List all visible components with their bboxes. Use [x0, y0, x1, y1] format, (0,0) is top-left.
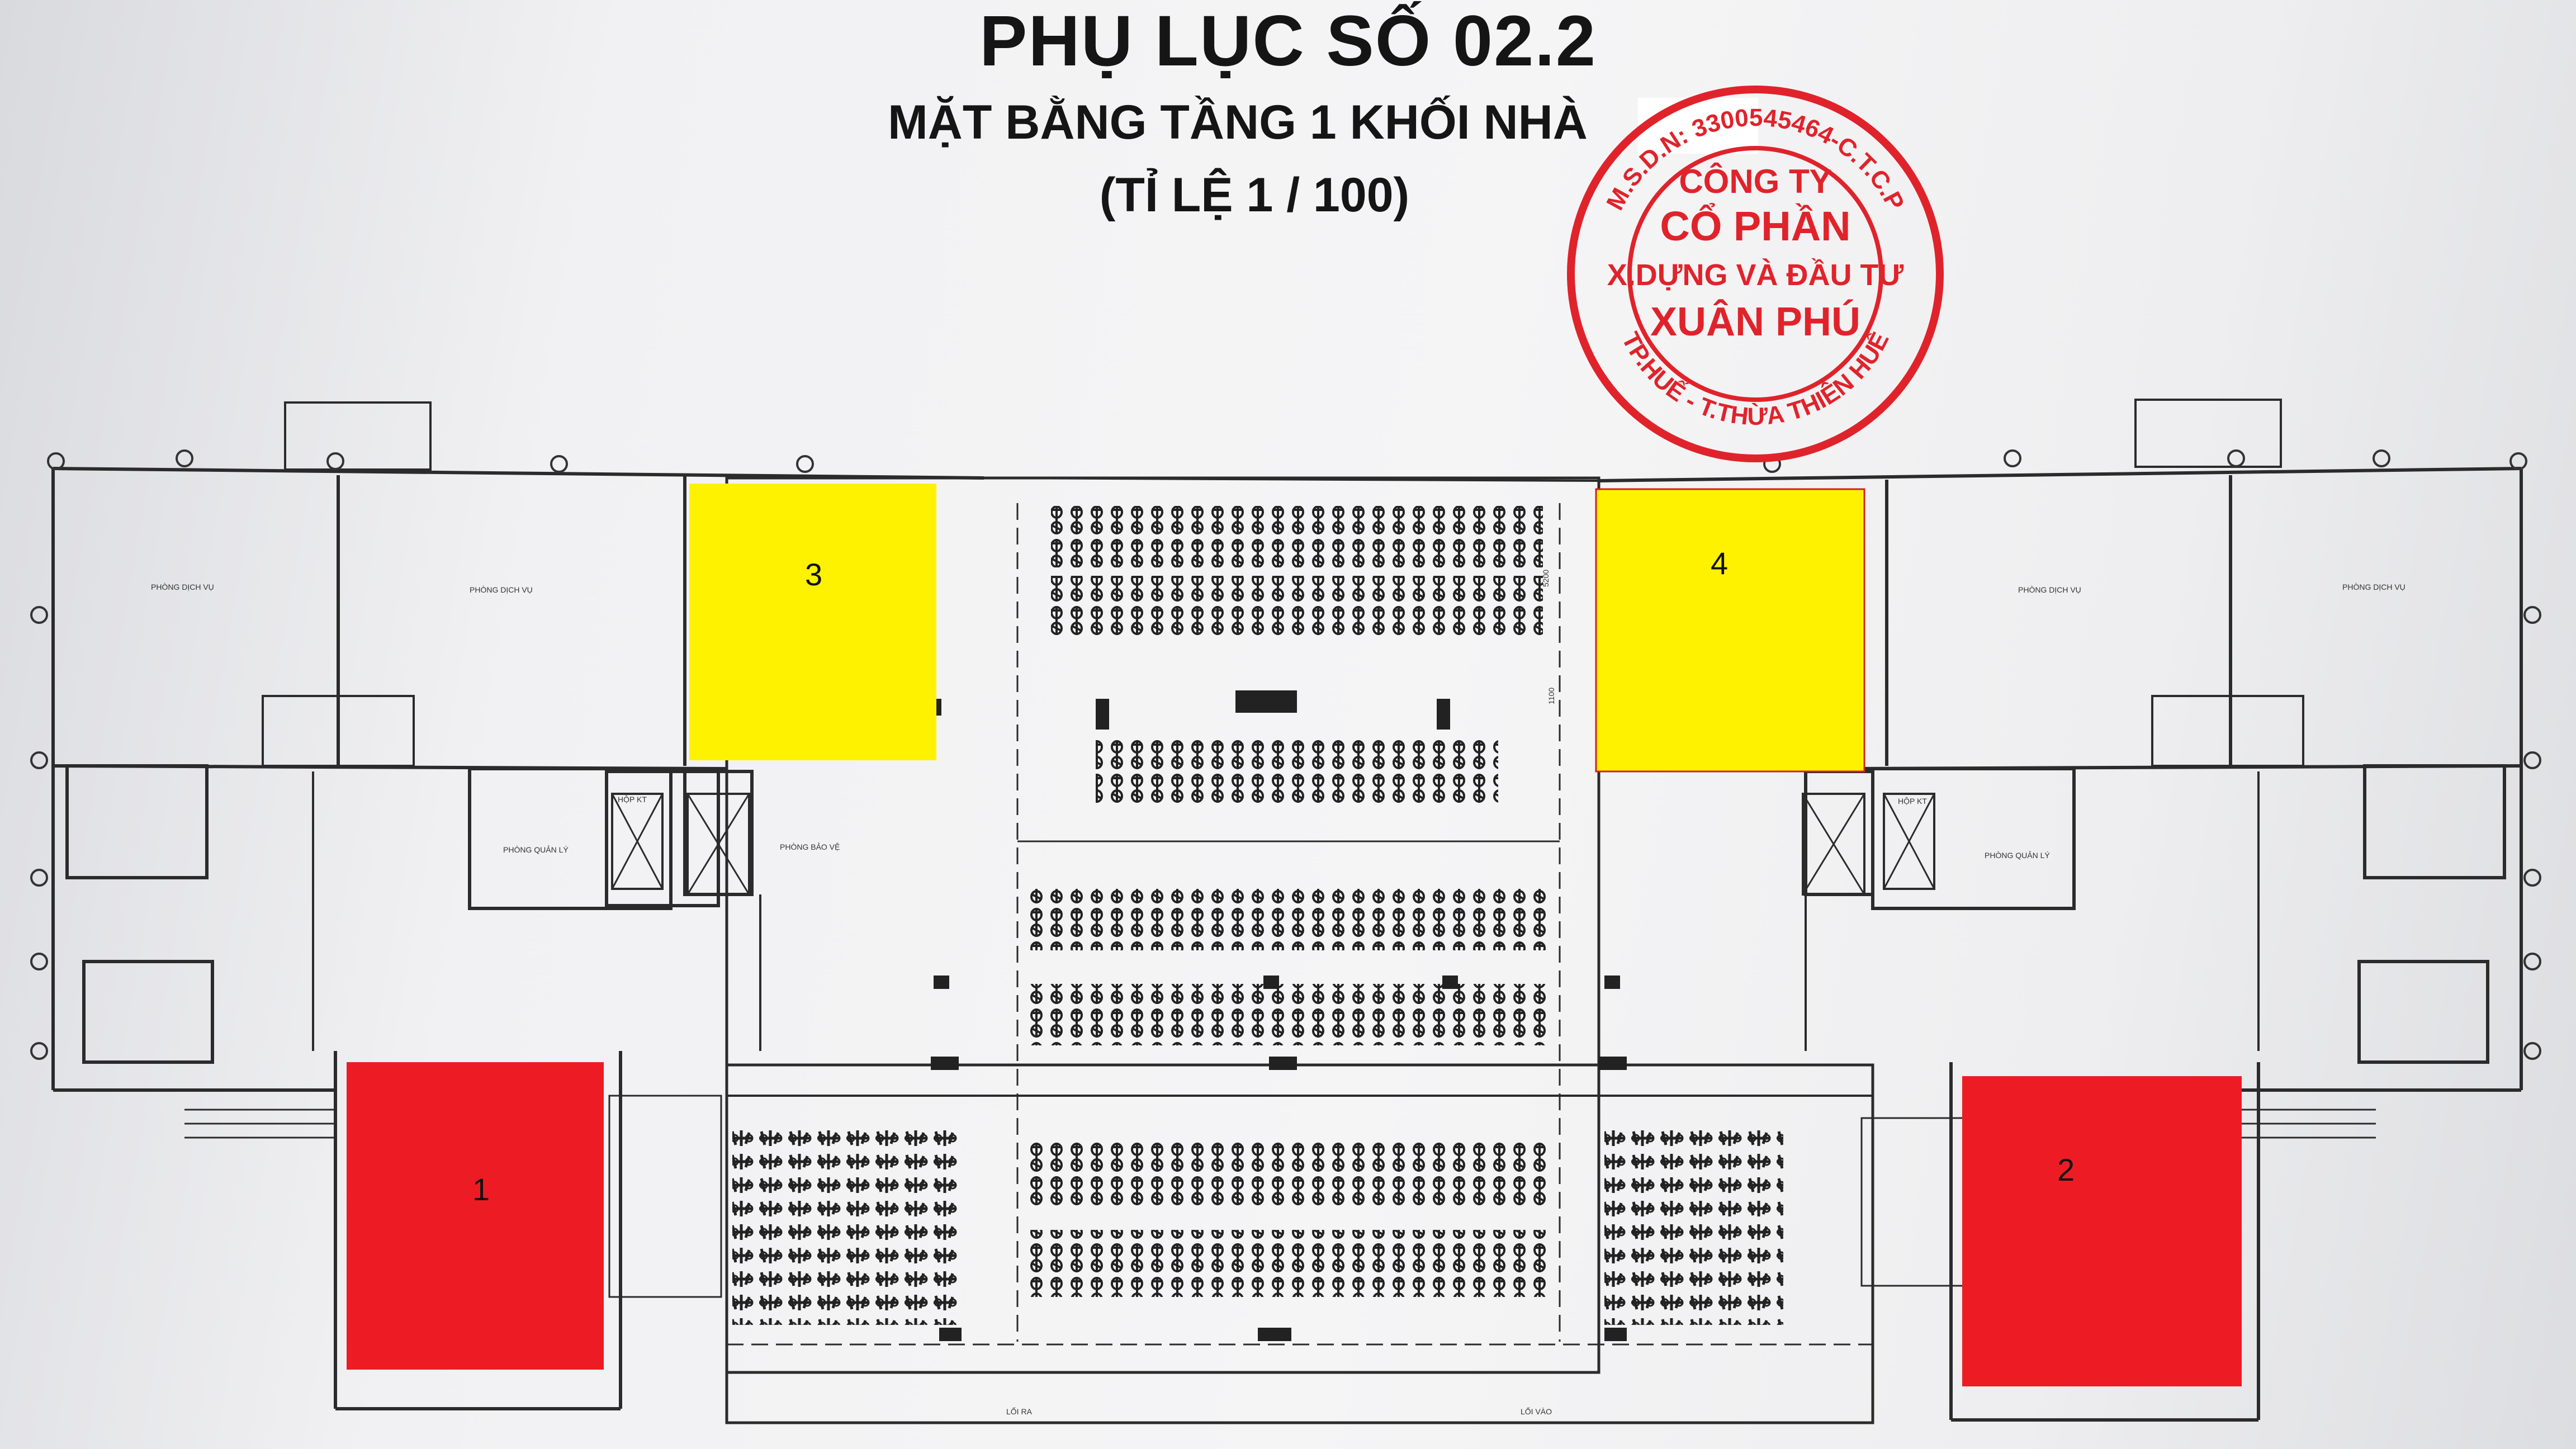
highlight-label-1: 1	[472, 1172, 490, 1207]
parking-row	[1051, 506, 1543, 567]
svg-text:CÔNG TY: CÔNG TY	[1679, 163, 1831, 200]
plan-label-guard: PHÒNG BẢO VỆ	[780, 842, 840, 851]
highlight-area-3	[689, 484, 936, 760]
plan-label-service: PHÒNG DỊCH VỤ	[151, 583, 214, 591]
highlight-label-2: 2	[2057, 1152, 2075, 1187]
redaction-box	[1638, 98, 1758, 154]
company-seal: M.S.D.N: 3300545464-C.T.C.P TP.HUẾ - T.T…	[1567, 86, 1944, 462]
page-subtitle: MẶT BẰNG TẦNG 1 KHỐI NHÀ	[888, 96, 1588, 149]
highlight-area-1	[347, 1062, 604, 1370]
scale-label: (TỈ LỆ 1 / 100)	[1099, 168, 1410, 222]
highlight-label-3: 3	[805, 557, 823, 592]
plan-label-tech: HỘP KT	[1898, 797, 1927, 806]
page-title: PHỤ LỤC SỐ 02.2	[979, 1, 1597, 81]
plan-dim: 5200	[1541, 570, 1550, 587]
plan-label-exit: LỐI RA	[1006, 1407, 1033, 1416]
plan-label-service: PHÒNG DỊCH VỤ	[470, 585, 533, 594]
svg-text:CỔ PHẦN: CỔ PHẦN	[1660, 203, 1850, 249]
highlight-label-4: 4	[1711, 546, 1729, 581]
highlight-area-2	[1962, 1076, 2242, 1386]
plan-label-tech: HỘP KT	[618, 795, 647, 804]
highlight-area-4	[1595, 488, 1865, 773]
plan-label-entry: LỐI VÀO	[1521, 1407, 1552, 1416]
svg-text:XUÂN PHÚ: XUÂN PHÚ	[1650, 299, 1860, 344]
plan-label-service: PHÒNG DỊCH VỤ	[2342, 583, 2405, 591]
plan-label-manager: PHÒNG QUẢN LÝ	[1985, 851, 2050, 860]
svg-text:X.DỰNG VÀ ĐẦU TƯ: X.DỰNG VÀ ĐẦU TƯ	[1607, 258, 1904, 292]
plan-label-manager: PHÒNG QUẢN LÝ	[503, 845, 569, 854]
plan-dim: 1100	[1547, 688, 1556, 704]
plan-label-service: PHÒNG DỊCH VỤ	[2018, 585, 2081, 594]
